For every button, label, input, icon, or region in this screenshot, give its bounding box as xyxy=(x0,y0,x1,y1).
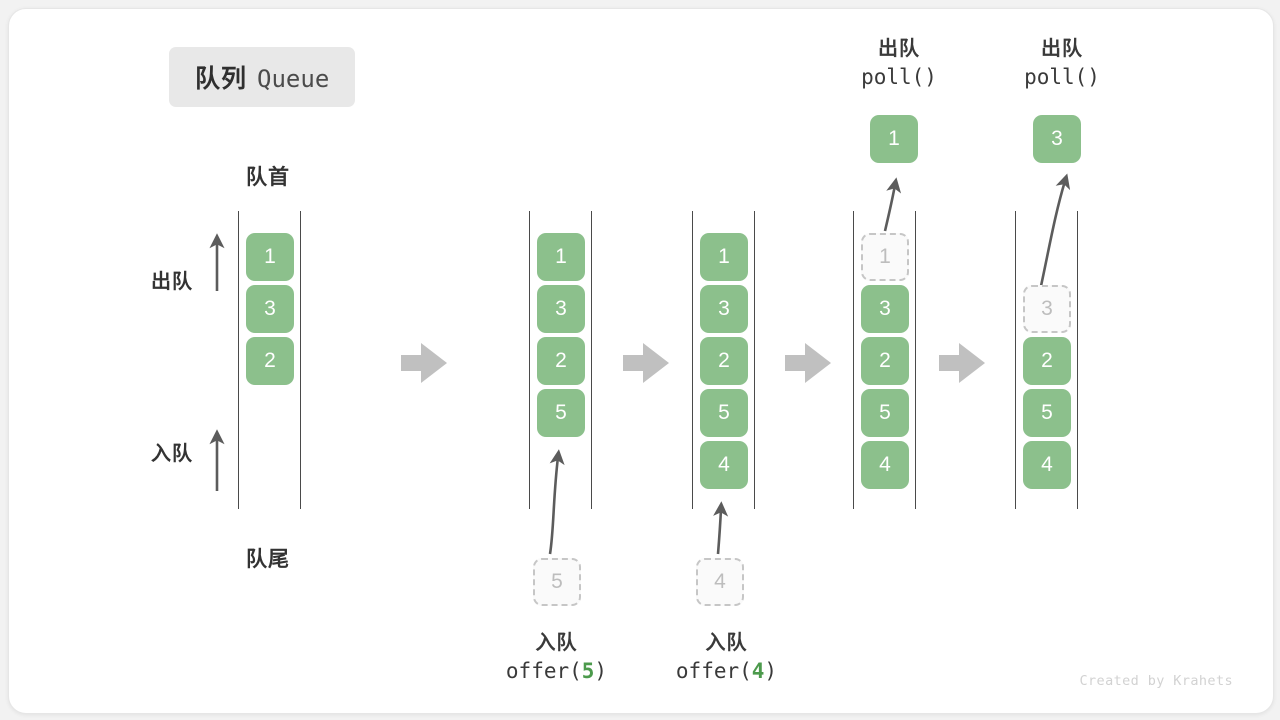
rail-right xyxy=(915,211,916,509)
flow-arrow-3 xyxy=(785,343,831,383)
queue-cell: 5 xyxy=(1023,389,1071,437)
queue-stage-after-poll-3: 3 2 5 4 xyxy=(1015,211,1078,509)
ghost-cell-poll-1: 1 xyxy=(861,233,909,281)
ghost-cell-offer-5: 5 xyxy=(533,558,581,606)
rail-right xyxy=(300,211,301,509)
ghost-cell-offer-4: 4 xyxy=(696,558,744,606)
op-code-suffix: ) xyxy=(594,659,608,684)
queue-stage-after-offer-5: 1 3 2 5 xyxy=(529,211,592,509)
popped-cell-3: 3 xyxy=(1033,115,1081,163)
op-label-cn: 出队 xyxy=(878,38,920,60)
op-code-num: 4 xyxy=(751,659,765,684)
op-code-prefix: offer( xyxy=(675,659,752,684)
label-queue-tail: 队尾 xyxy=(246,548,290,571)
label-enqueue-side: 入队 xyxy=(151,443,193,465)
queue-cell: 5 xyxy=(537,389,585,437)
queue-cell: 2 xyxy=(1023,337,1071,385)
op-label-cn: 出队 xyxy=(1041,38,1083,60)
queue-cell: 2 xyxy=(700,337,748,385)
queue-cell: 3 xyxy=(861,285,909,333)
popped-cell-1: 1 xyxy=(870,115,918,163)
label-queue-head: 队首 xyxy=(246,166,290,189)
queue-cell: 1 xyxy=(246,233,294,281)
op-label-code: poll() xyxy=(972,63,1152,93)
rail-left xyxy=(529,211,530,509)
queue-cell: 2 xyxy=(537,337,585,385)
queue-cell: 4 xyxy=(1023,441,1071,489)
op-code-suffix: ) xyxy=(1087,65,1100,90)
op-label-code: offer(5) xyxy=(459,657,654,687)
queue-stage-after-poll-1: 1 3 2 5 4 xyxy=(853,211,916,509)
op-code-prefix: offer( xyxy=(505,659,582,684)
op-label-offer-4: 入队 offer(4) xyxy=(629,629,824,687)
op-code-num: 5 xyxy=(581,659,595,684)
op-code-suffix: ) xyxy=(764,659,778,684)
rail-left xyxy=(853,211,854,509)
rail-right xyxy=(754,211,755,509)
op-label-code: poll() xyxy=(809,63,989,93)
insert-arrow-4 xyxy=(713,501,729,555)
label-dequeue-side: 出队 xyxy=(151,271,193,293)
title-chinese: 队列 xyxy=(195,65,248,93)
diagram-card: 队列 Queue xyxy=(8,8,1274,714)
queue-cell: 4 xyxy=(700,441,748,489)
flow-arrow-2 xyxy=(623,343,669,383)
op-code-suffix: ) xyxy=(924,65,937,90)
queue-cell: 3 xyxy=(537,285,585,333)
op-label-offer-5: 入队 offer(5) xyxy=(459,629,654,687)
op-label-cn: 入队 xyxy=(705,632,748,654)
arrows-overlay xyxy=(209,173,1071,555)
ghost-cell-poll-3: 3 xyxy=(1023,285,1071,333)
credit-text: Created by Krahets xyxy=(1079,673,1233,689)
queue-stage-after-offer-4: 1 3 2 5 4 xyxy=(692,211,755,509)
op-label-poll-3: 出队 poll() xyxy=(972,35,1152,93)
queue-stage-initial: 1 3 2 xyxy=(238,211,301,509)
rail-left xyxy=(692,211,693,509)
queue-cell: 4 xyxy=(861,441,909,489)
queue-cell: 2 xyxy=(246,337,294,385)
queue-cell: 1 xyxy=(537,233,585,281)
queue-cell: 1 xyxy=(700,233,748,281)
flow-arrow-1 xyxy=(401,343,447,383)
queue-cell: 2 xyxy=(861,337,909,385)
rail-right xyxy=(591,211,592,509)
title-english: Queue xyxy=(257,65,330,93)
op-label-code: offer(4) xyxy=(629,657,824,687)
queue-cell: 3 xyxy=(246,285,294,333)
flow-arrow-4 xyxy=(939,343,985,383)
op-code-prefix: poll( xyxy=(861,65,925,90)
op-code-prefix: poll( xyxy=(1024,65,1088,90)
rail-left xyxy=(1015,211,1016,509)
title-badge: 队列 Queue xyxy=(169,47,356,107)
op-label-cn: 入队 xyxy=(535,632,578,654)
rail-right xyxy=(1077,211,1078,509)
queue-cell: 5 xyxy=(861,389,909,437)
op-label-poll-1: 出队 poll() xyxy=(809,35,989,93)
queue-cell: 3 xyxy=(700,285,748,333)
queue-cell: 5 xyxy=(700,389,748,437)
rail-left xyxy=(238,211,239,509)
